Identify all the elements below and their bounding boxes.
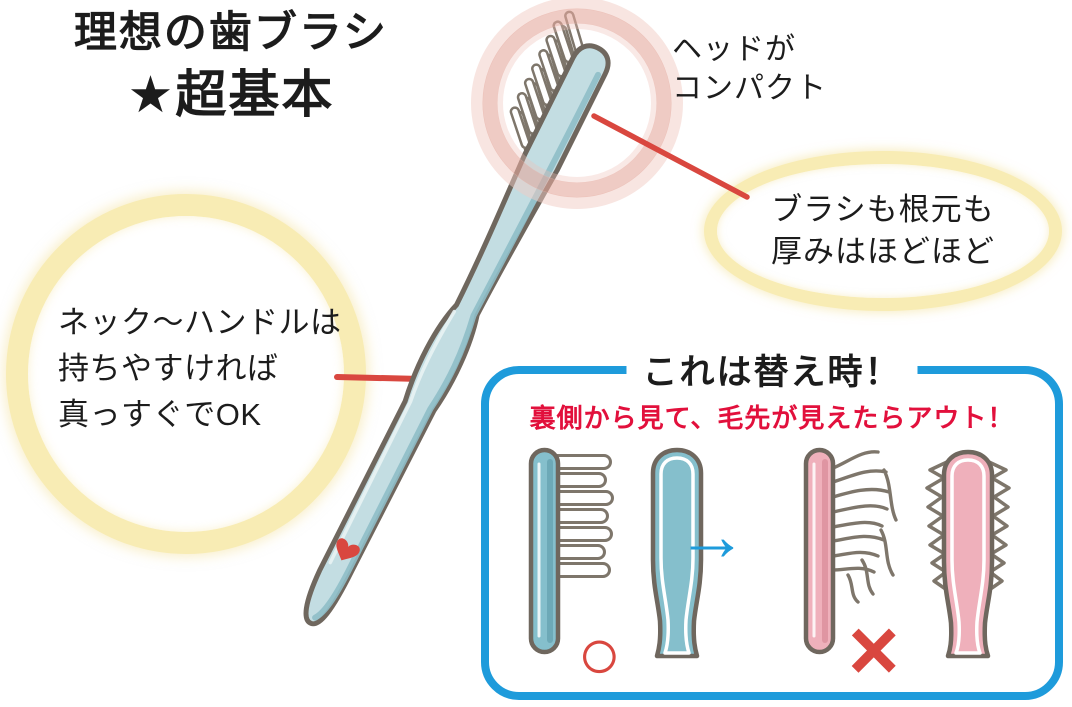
handle-note-line2: 持ちやすければ — [58, 350, 279, 386]
handle-note-line3: 真っすぐでOK — [58, 396, 262, 432]
handle-note-line1: ネック〜ハンドルは — [58, 305, 342, 340]
head-highlight-ring — [471, 0, 683, 209]
handle-note: ネック〜ハンドルは 持ちやすければ 真っすぐでOK — [58, 300, 342, 438]
heart-icon — [336, 538, 360, 561]
bad-mark-icon: × — [848, 600, 900, 699]
replace-box-warning: 裏側から見て、毛先が見えたらアウト！ — [529, 403, 1015, 433]
title-line1: 理想の歯ブラシ — [73, 9, 389, 57]
bristle-note-line1: ブラシも根元も — [771, 192, 995, 228]
good-mark-icon: ○ — [577, 612, 622, 695]
replace-box-title: これは替え時！ — [626, 344, 918, 395]
bristle-note-text: ブラシも根元も 厚みはほどほど — [771, 189, 995, 273]
arrow-icon: → — [676, 496, 748, 576]
toothbrush-bristles — [509, 10, 587, 161]
bristle-note-bubble: ブラシも根元も 厚みはほどほど — [704, 151, 1062, 311]
bristle-note-connector-line — [591, 113, 750, 200]
head-note-line2: コンパクト — [672, 72, 827, 105]
title-line2: ★超基本 — [127, 66, 335, 123]
page-title: 理想の歯ブラシ ★超基本 — [8, 9, 454, 123]
head-note: ヘッドが コンパクト — [672, 30, 827, 108]
bristle-note-line2: 厚みはほどほど — [771, 234, 995, 269]
head-note-line1: ヘッドが — [672, 33, 796, 66]
replace-time-box: これは替え時！ 裏側から見て、毛先が見えたらアウト！ — [481, 344, 1063, 700]
